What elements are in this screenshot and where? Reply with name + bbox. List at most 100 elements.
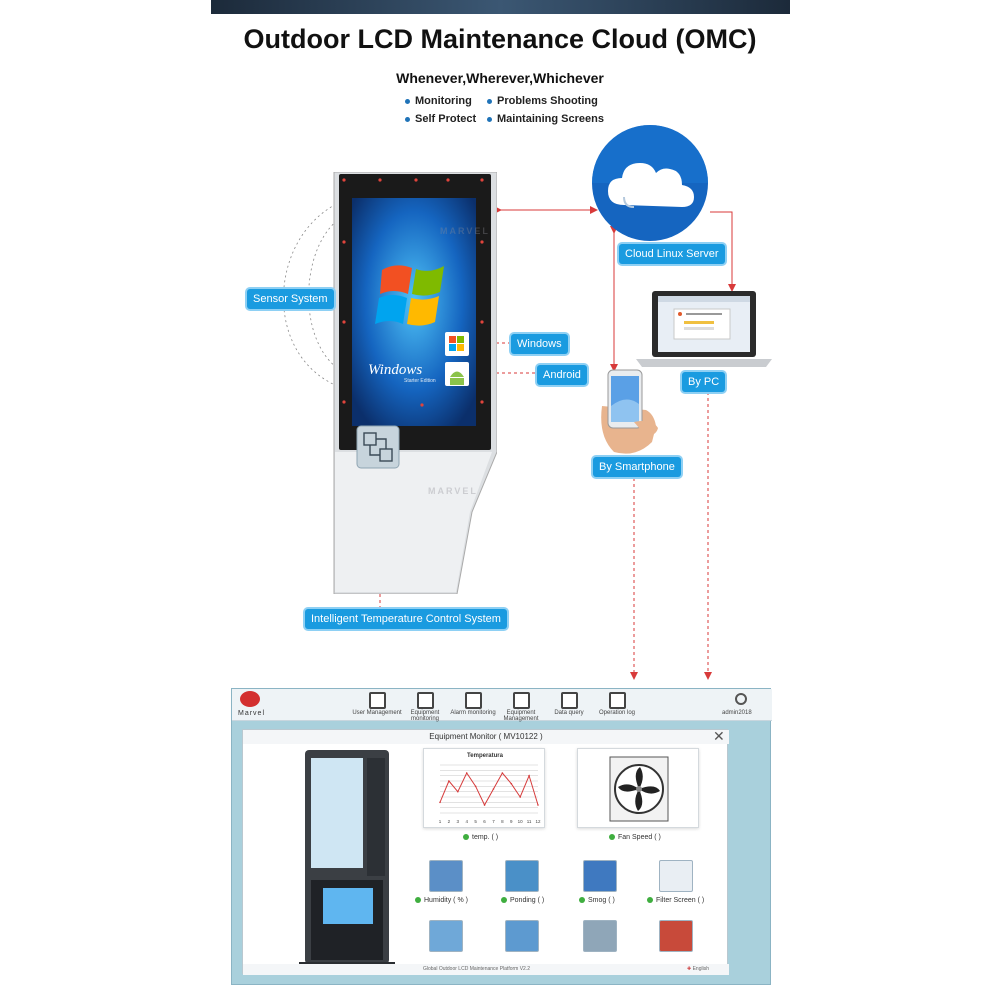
filter-screen-icon[interactable] [659, 860, 693, 892]
alarm-light-icon[interactable] [659, 920, 693, 952]
feature-monitoring: Monitoring [405, 95, 472, 107]
username: admin2018 [722, 710, 752, 716]
pie-chart-icon [560, 692, 578, 709]
cloud-icon [592, 125, 708, 241]
chart-x-tick-label: 9 [510, 819, 513, 824]
door-icon[interactable] [583, 920, 617, 952]
callout-windows: Windows [511, 334, 568, 354]
callout-cloud-linux-server: Cloud Linux Server [619, 244, 725, 264]
chart-point [501, 772, 504, 774]
logo-text: Marvel [238, 710, 266, 717]
chart-point [457, 790, 459, 793]
chart-point [439, 801, 441, 804]
kiosk-illustration [332, 171, 498, 595]
chart-x-tick-label: 1 [439, 819, 442, 824]
log-icon [608, 692, 626, 709]
fan-speed-label: Fan Speed ( ) [609, 834, 661, 841]
status-dot [501, 897, 507, 904]
monitor-icon [416, 692, 434, 709]
chart-point [483, 804, 486, 806]
smog-icon[interactable] [583, 860, 617, 892]
landscape-icon[interactable] [429, 920, 463, 952]
close-icon[interactable]: ✕ [713, 728, 725, 744]
humidity-label: Humidity ( % ) [415, 897, 468, 904]
ponding-label: Ponding ( ) [501, 897, 544, 904]
chart-x-tick-label: 8 [501, 819, 504, 824]
chart-x-tick-label: 6 [483, 819, 486, 824]
marvel-logo-icon [240, 691, 260, 707]
modal-title: Equipment Monitor ( MV10122 ) [243, 730, 729, 744]
ponding-icon[interactable] [505, 860, 539, 892]
chart-x-tick-label: 10 [518, 819, 524, 824]
nav-operation-log[interactable]: Operation log [588, 692, 646, 716]
watermark: MARVEL [440, 226, 490, 236]
nav-data-query[interactable]: Data query [540, 692, 598, 716]
chart-x-tick-label: 3 [457, 819, 460, 824]
nav-equipment-monitoring[interactable]: Equipment monitoring [396, 692, 454, 722]
alarm-icon [464, 692, 482, 709]
chart-point [528, 774, 530, 777]
status-dot [579, 897, 585, 904]
humidity-icon[interactable] [429, 860, 463, 892]
chart-x-tick-label: 5 [474, 819, 477, 824]
os-edition: Starter Edition [404, 378, 436, 384]
chart-point [465, 772, 468, 774]
watermark: MARVEL [428, 486, 478, 496]
cloud-pc-arrow [710, 211, 736, 292]
chart-title: Temperatura [467, 753, 503, 759]
fan-icon [609, 756, 669, 822]
equipment-monitor-modal: Equipment Monitor ( MV10122 ) ✕ Temperat… [242, 728, 729, 975]
flag-icon: ✚ [687, 966, 693, 972]
status-dot [463, 834, 469, 841]
feature-problems-shooting: Problems Shooting [487, 95, 598, 107]
tagline: Whenever,Wherever,Whichever [396, 70, 604, 86]
temp-label: temp. ( ) [463, 834, 498, 841]
power-icon[interactable] [505, 920, 539, 952]
smog-label: Smog ( ) [579, 897, 615, 904]
nav-user-management[interactable]: User Management [348, 692, 406, 716]
page-title: Outdoor LCD Maintenance Cloud (OMC) [243, 24, 757, 54]
filter-screen-label: Filter Screen ( ) [647, 897, 704, 904]
laptop-icon [636, 291, 772, 367]
sensor-arc-2 [308, 214, 346, 371]
chart-point [474, 785, 477, 788]
chart-point [448, 780, 450, 782]
chart-x-tick-label: 4 [465, 819, 468, 824]
smartphone-icon [601, 369, 658, 454]
status-dot [647, 897, 653, 904]
kiosk-thumbnail [299, 750, 395, 968]
dashboard-header: Marvel User Management Equipment monitor… [232, 689, 772, 722]
callout-sensor-system: Sensor System [247, 289, 334, 309]
dashboard-screenshot: Marvel User Management Equipment monitor… [231, 688, 772, 985]
chart-series-line [439, 771, 539, 807]
chart-point [519, 796, 521, 798]
chart-x-tick-label: 2 [448, 819, 451, 824]
nav-equipment-management[interactable]: Equipment Management [492, 692, 550, 722]
wrench-icon [512, 692, 530, 709]
chart-x-tick-label: 12 [535, 819, 541, 824]
modal-footer: Global Outdoor LCD Maintenance Platform … [243, 964, 729, 975]
chart-x-tick-label: 11 [527, 819, 532, 824]
callout-android: Android [537, 365, 587, 385]
chart-x-tick-label: 7 [492, 819, 495, 824]
status-dot [609, 834, 615, 841]
footer-text: Global Outdoor LCD Maintenance Platform … [423, 966, 530, 972]
status-dot [415, 897, 421, 904]
fan-card [577, 748, 699, 828]
chart-point [537, 804, 539, 806]
avatar-icon[interactable] [735, 693, 747, 705]
nav-alarm-monitoring[interactable]: Alarm monitoring [444, 692, 502, 716]
language-selector[interactable]: ✚ English [687, 966, 709, 972]
chart-point [510, 782, 513, 785]
callout-by-smartphone: By Smartphone [593, 457, 681, 477]
feature-maintaining-screens: Maintaining Screens [487, 113, 604, 125]
callout-by-pc: By PC [682, 372, 726, 392]
chart-point [492, 788, 495, 790]
os-brand: Windows [368, 362, 423, 378]
top-banner-strip [211, 0, 790, 14]
user-icon [368, 692, 386, 709]
feature-self-protect: Self Protect [405, 113, 476, 125]
